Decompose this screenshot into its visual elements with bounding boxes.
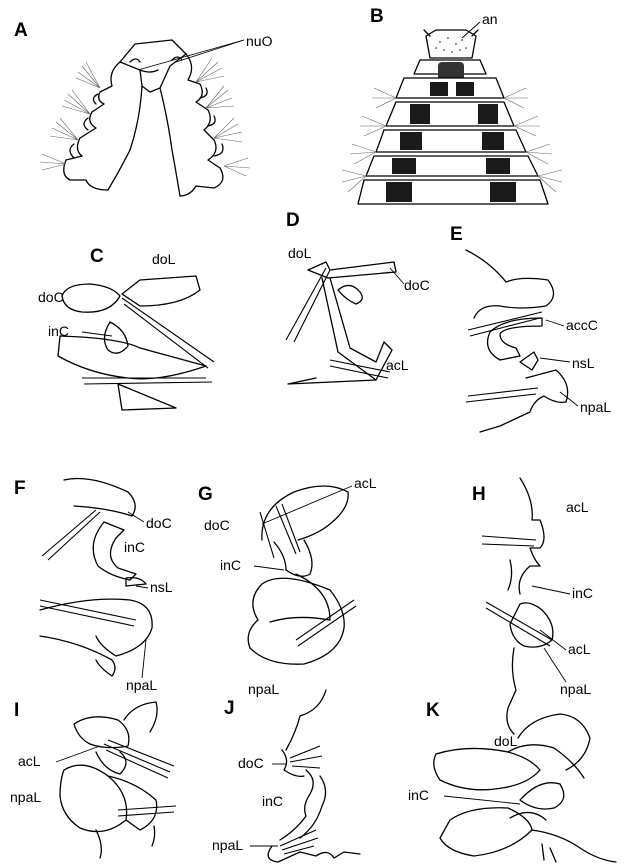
label-j-inC: inC	[262, 793, 283, 809]
label-h-npaL: npaL	[560, 681, 591, 697]
label-c-doL: doL	[152, 251, 176, 267]
panel-letter-a: A	[14, 20, 28, 41]
parapodium-j-drawing	[268, 690, 360, 862]
label-e-accC: accC	[566, 317, 598, 333]
panel-f: F doC inC nsL npaL	[14, 478, 173, 693]
label-e-nsL: nsL	[572, 355, 595, 371]
leader-i-acL	[56, 746, 100, 762]
label-f-npaL: npaL	[126, 677, 157, 693]
panel-i: I acL npaL	[10, 700, 176, 858]
label-k-inC: inC	[408, 787, 429, 803]
parapodium-e-drawing	[466, 250, 568, 432]
label-f-doC: doC	[146, 515, 172, 531]
label-c-inC: inC	[48, 323, 69, 339]
parapodium-f-drawing	[40, 479, 152, 677]
panel-letter-c: C	[90, 246, 104, 267]
label-c-doC: doC	[38, 289, 64, 305]
parapodium-h-drawing	[482, 478, 553, 734]
label-j-npaL: npaL	[212, 837, 243, 853]
label-g-doC: doC	[204, 517, 230, 533]
parapodium-i-drawing	[60, 702, 176, 858]
panel-letter-d: D	[286, 210, 300, 231]
leader-f-npaL	[142, 640, 146, 678]
panel-d: D doL doC acL	[286, 210, 430, 384]
panel-letter-b: B	[370, 6, 384, 27]
panel-j: J doC inC npaL	[212, 690, 360, 862]
anterior-end-drawing	[40, 40, 250, 196]
panel-letter-g: G	[198, 484, 213, 505]
label-h-inC: inC	[572, 585, 593, 601]
panel-letter-i: I	[14, 700, 19, 721]
label-g-npaL: npaL	[248, 681, 279, 697]
panel-e: E accC nsL npaL	[450, 224, 611, 432]
panel-g: G acL doC inC npaL	[198, 475, 377, 697]
label-nuO: nuO	[246, 33, 273, 49]
label-d-doL: doL	[288, 245, 312, 261]
panel-h: H acL inC acL npaL	[472, 478, 593, 734]
panel-c: C doL doC inC	[38, 246, 214, 410]
leader-f-doC	[128, 512, 144, 522]
panel-letter-k: K	[426, 700, 440, 721]
label-h-acL-top: acL	[566, 499, 589, 515]
panel-a: A	[14, 20, 273, 196]
leader-k-inC	[444, 796, 520, 804]
label-k-doL: doL	[494, 733, 518, 749]
panel-letter-j: J	[224, 698, 235, 719]
leader-g-inC	[254, 566, 284, 570]
ventral-view-drawing	[342, 30, 562, 204]
label-an: an	[482, 11, 498, 27]
label-j-doC: doC	[238, 755, 264, 771]
label-f-nsL: nsL	[150, 579, 173, 595]
parapodium-d-drawing	[286, 262, 396, 384]
label-d-doC: doC	[404, 277, 430, 293]
panel-letter-h: H	[472, 484, 486, 505]
parapodium-g-drawing	[248, 486, 356, 664]
leader-d-doC	[390, 268, 404, 284]
parapodium-c-drawing	[58, 276, 214, 410]
panel-letter-f: F	[14, 478, 26, 499]
label-e-npaL: npaL	[580, 399, 611, 415]
leader-e-accC	[546, 320, 564, 326]
label-g-inC: inC	[220, 557, 241, 573]
leader-e-npaL	[560, 392, 578, 406]
label-i-npaL: npaL	[10, 789, 41, 805]
leader-e-nsL	[540, 358, 570, 362]
leader-c-inC	[82, 332, 112, 336]
parapodium-k-drawing	[434, 714, 616, 862]
label-h-acL: acL	[568, 641, 591, 657]
label-d-acL: acL	[386, 357, 409, 373]
label-f-inC: inC	[124, 539, 145, 555]
leader-h-inC	[532, 586, 570, 594]
panel-k: K doL inC	[408, 700, 616, 862]
panel-b: B	[342, 6, 562, 204]
panel-letter-e: E	[450, 224, 463, 245]
leader-h-npaL	[544, 648, 566, 682]
label-g-acL: acL	[354, 475, 377, 491]
label-i-acL: acL	[18, 753, 41, 769]
leader-f-nsL	[136, 586, 148, 588]
